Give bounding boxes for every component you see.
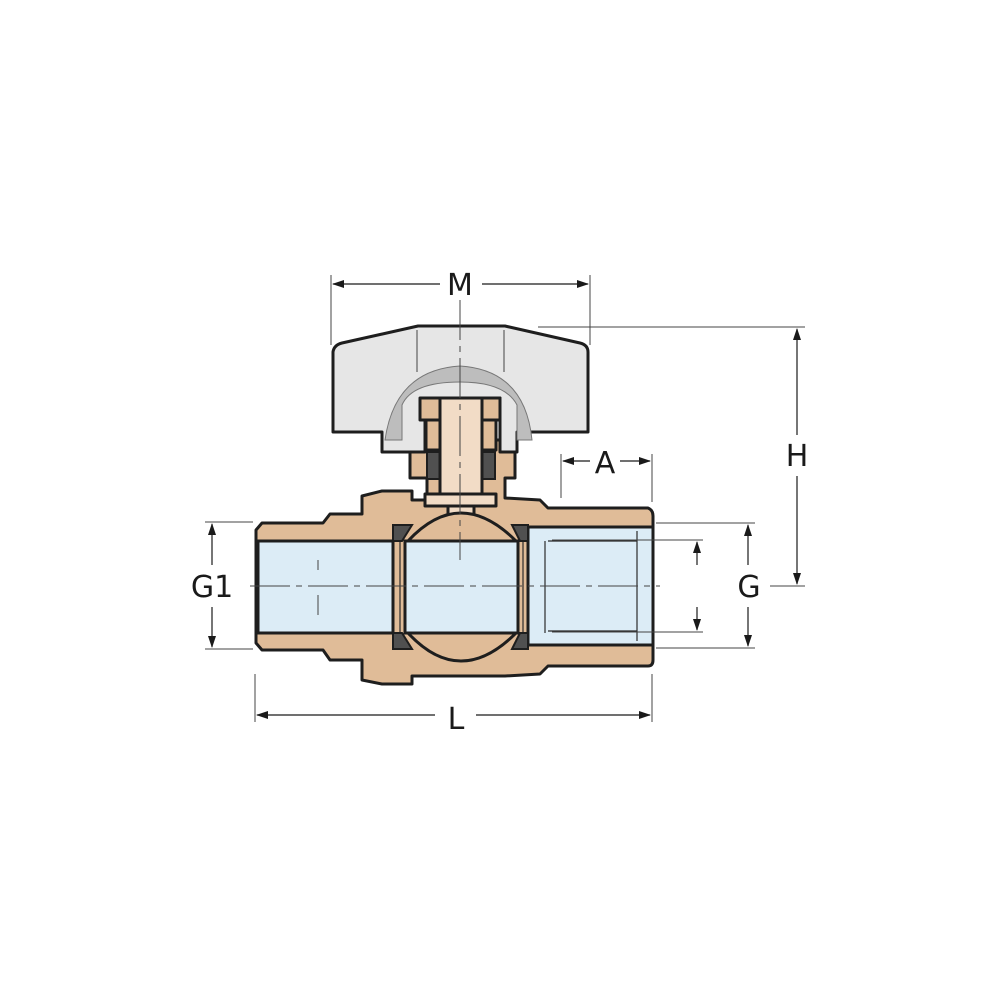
dimension-L: L	[254, 674, 653, 737]
label-H: H	[786, 439, 809, 474]
dimension-G: G	[552, 522, 761, 649]
dimension-M: M	[330, 268, 591, 345]
label-G: G	[737, 570, 760, 605]
dimension-H: H	[538, 326, 809, 587]
label-L: L	[448, 702, 465, 737]
label-G1: G1	[191, 570, 233, 605]
label-A: A	[595, 446, 616, 481]
dimension-A: A	[560, 446, 653, 502]
centerlines	[250, 300, 660, 587]
dimension-G1: G1	[191, 521, 253, 650]
label-M: M	[447, 268, 473, 303]
